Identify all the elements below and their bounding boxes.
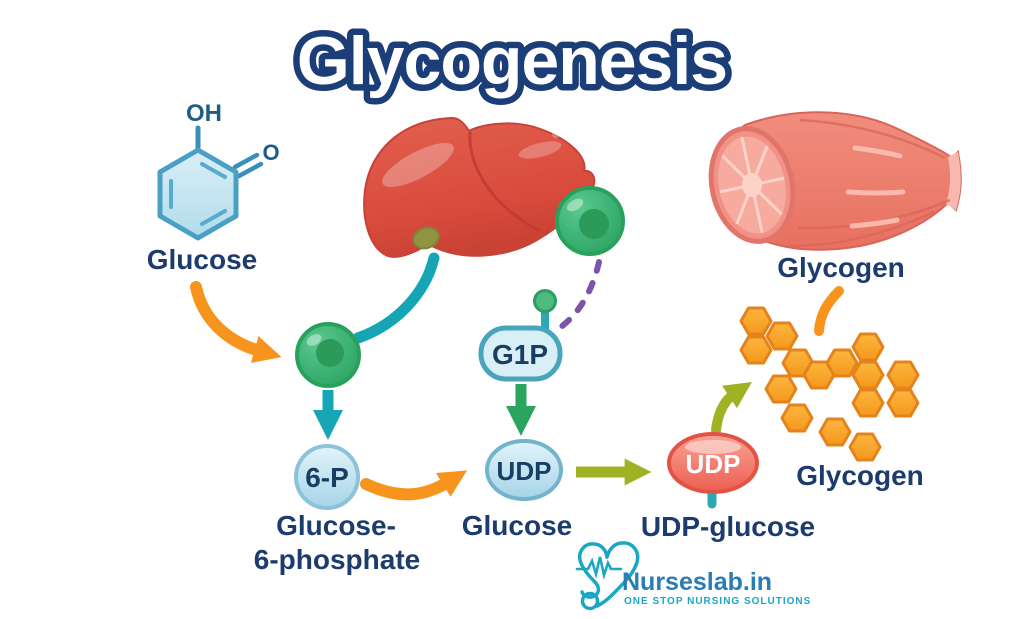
glycogen-hexagon xyxy=(851,332,885,362)
glycogen-hexagon xyxy=(851,360,885,390)
glycogen-hexagon xyxy=(848,432,882,462)
udp-blue-node: UDP xyxy=(485,439,563,501)
arrow-udpglucose-to-glycogen xyxy=(711,382,752,435)
muscle-glycogen-caption: Glycogen xyxy=(777,252,905,283)
glycogen-hexagon xyxy=(886,360,920,390)
g6p-caption-line2: 6-phosphate xyxy=(254,544,420,575)
muscle-icon xyxy=(708,111,962,251)
glycogen-hexagon xyxy=(764,374,798,404)
glycogen-hexagon xyxy=(886,388,920,418)
enzyme-cell-icon xyxy=(295,322,361,388)
glycogen-hexagon xyxy=(765,321,799,351)
enzyme-cell-icon xyxy=(555,186,625,256)
arrow-g6p-to-glucose xyxy=(360,470,468,501)
g6p-caption-line1: Glucose- xyxy=(276,510,396,541)
liver-icon xyxy=(363,116,596,258)
udp-blue-label: UDP xyxy=(497,456,552,486)
g6p-node: 6-P xyxy=(294,444,360,510)
nurseslab-logo-icon xyxy=(575,541,640,611)
glycogen-hexagon xyxy=(780,403,814,433)
glycogen-hexagon xyxy=(739,335,773,365)
brand-tagline: ONE STOP NURSING SOLUTIONS xyxy=(624,596,811,607)
udp-blue-caption: Glucose xyxy=(462,510,572,541)
g6p-label: 6-P xyxy=(305,462,349,493)
glycogen-hexagon xyxy=(825,348,859,378)
glucose-caption: Glucose xyxy=(147,244,257,275)
udp-red-node: UDP xyxy=(667,432,759,509)
hydroxyl-label: OH xyxy=(186,100,222,127)
oxygen-label: O xyxy=(262,140,279,165)
brand-name: Nurseslab.in xyxy=(622,568,772,596)
glycogen-hexagon xyxy=(851,388,885,418)
g1p-node: G1P xyxy=(478,289,563,382)
g1p-label: G1P xyxy=(492,339,548,370)
glucose-molecule-icon: OH O xyxy=(157,100,280,241)
arrow-glucose-to-enzyme xyxy=(190,281,282,363)
glycogen-granule-icon xyxy=(739,306,920,462)
arrow-dashed-enzyme-to-g1p xyxy=(558,259,602,330)
granule-glycogen-caption: Glycogen xyxy=(796,460,924,491)
udp-glucose-caption: UDP-glucose xyxy=(641,511,815,542)
glycogen-hexagon xyxy=(818,417,852,447)
udp-red-label: UDP xyxy=(686,449,741,479)
arrow-liver-to-enzyme xyxy=(352,252,440,344)
page-title: Glycogenesis xyxy=(297,23,727,99)
glycogen-hexagon xyxy=(739,306,773,336)
arrow-muscle-to-granule xyxy=(814,286,844,336)
